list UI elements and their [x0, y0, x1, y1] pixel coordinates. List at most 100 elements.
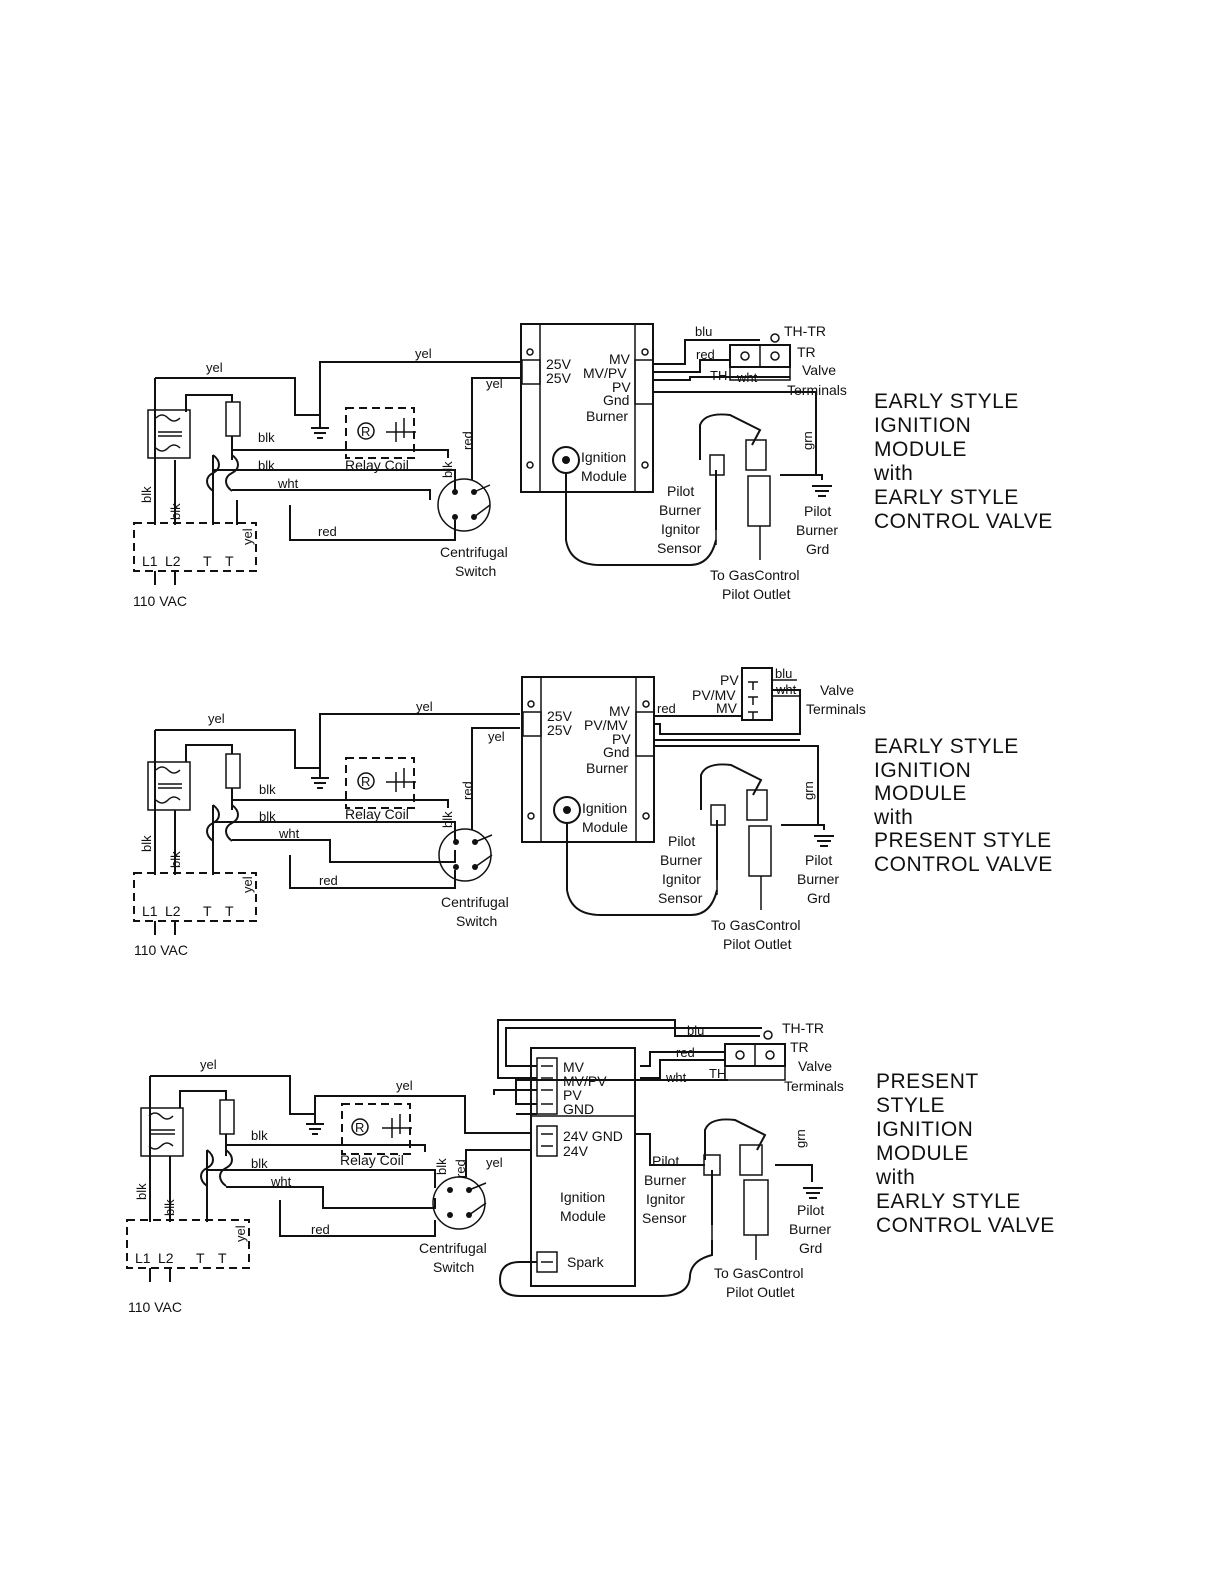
valve-label-tr: TR	[790, 1039, 809, 1055]
module-term-gnd: Gnd	[603, 744, 629, 760]
module-label-1: Ignition	[581, 449, 626, 465]
terminal-t1: T	[196, 1250, 205, 1266]
module-label-2: Module	[560, 1208, 606, 1224]
pilot-label-1: Pilot	[667, 483, 694, 499]
pilot-label-4: Sensor	[642, 1210, 687, 1226]
transformer	[140, 1107, 184, 1157]
fuse	[225, 753, 241, 789]
gas-outlet-2: Pilot Outlet	[723, 936, 792, 952]
relay-coil	[341, 1103, 411, 1155]
relay-symbol	[357, 422, 375, 440]
terminal-l2: L2	[165, 903, 181, 919]
diagram-1: L1 L2 T T 110 VAC yel yel blk blk wht re…	[133, 323, 1053, 609]
valve-wire-th: TH	[710, 368, 727, 383]
module-term-pv: PV	[612, 731, 631, 747]
pilot-label-2: Burner	[660, 852, 702, 868]
module-term-25v-1: 25V	[547, 708, 573, 724]
wire-red-vert: red	[453, 1159, 468, 1178]
terminal-l2: L2	[158, 1250, 174, 1266]
module-term-pv: PV	[563, 1087, 582, 1103]
terminal-l1: L1	[135, 1250, 151, 1266]
pilot-grd-2: Burner	[797, 871, 839, 887]
module-label-1: Ignition	[560, 1189, 605, 1205]
module-term-mvpv: MV/PV	[583, 365, 627, 381]
wire-blk-left: blk	[134, 1183, 149, 1200]
ignition-module	[530, 1047, 636, 1287]
wire-blk-2: blk	[251, 1156, 268, 1171]
module-term-pv: PV	[612, 379, 631, 395]
valve-wire-blu: blu	[775, 666, 792, 681]
relay-label: Relay Coil	[345, 806, 409, 822]
diagram-3: L1 L2 T T 110 VAC yel yel blk blk wht re…	[126, 1019, 1054, 1315]
module-term-mv: MV	[563, 1059, 585, 1075]
valve-label-valve: Valve	[820, 682, 854, 698]
valve-label-mv: MV	[716, 700, 738, 716]
wire-red: red	[319, 873, 338, 888]
valve-label-valve: Valve	[798, 1058, 832, 1074]
wire-yel-top: yel	[208, 711, 225, 726]
valve-label-terminals: Terminals	[806, 701, 866, 717]
switch-label-2: Switch	[456, 913, 497, 929]
module-term-24v: 24V	[563, 1143, 589, 1159]
pilot-grd-1: Pilot	[797, 1202, 824, 1218]
title-line: CONTROL VALVE	[874, 510, 1053, 533]
wire-yel-term: yel	[233, 1225, 248, 1242]
diagram-3-title: PRESENT STYLE IGNITION MODULE with EARLY…	[875, 1070, 1054, 1237]
valve-wire-wht: wht	[665, 1070, 687, 1085]
title-line: PRESENT STYLE	[874, 829, 1052, 852]
relay-coil	[345, 757, 415, 809]
switch-label-2: Switch	[455, 563, 496, 579]
wire-blk-vert: blk	[440, 811, 455, 828]
wire-blk-1: blk	[251, 1128, 268, 1143]
valve-label-pvmv: PV/MV	[692, 687, 736, 703]
supply-label: 110 VAC	[134, 942, 188, 958]
title-line: STYLE	[876, 1094, 945, 1117]
pilot-label-2: Burner	[659, 502, 701, 518]
terminal-block	[133, 522, 257, 572]
wire-blk-1: blk	[259, 782, 276, 797]
wire-wht: wht	[277, 476, 299, 491]
wire-yel-top: yel	[200, 1057, 217, 1072]
pilot-grd-3: Grd	[807, 890, 830, 906]
valve-wire-red: red	[657, 701, 676, 716]
valve-wire-red: red	[696, 347, 715, 362]
wire-yel-right: yel	[486, 376, 503, 391]
diagram-1-title: EARLY STYLE IGNITION MODULE with EARLY S…	[873, 390, 1053, 533]
switch-label-1: Centrifugal	[441, 894, 509, 910]
terminal-t2: T	[218, 1250, 227, 1266]
centrifugal-switch	[432, 1176, 486, 1230]
wire-blk-left: blk	[139, 835, 154, 852]
wire-red-vert: red	[460, 431, 475, 450]
module-term-mv: MV	[609, 351, 631, 367]
wire-red-vert: red	[460, 781, 475, 800]
wire-yel-top: yel	[206, 360, 223, 375]
title-line: EARLY STYLE	[876, 1190, 1021, 1213]
valve-wire-wht: wht	[736, 370, 758, 385]
module-term-mv: MV	[609, 703, 631, 719]
module-term-burner: Burner	[586, 408, 628, 424]
wire-yel-mid: yel	[416, 699, 433, 714]
module-term-gnd: Gnd	[603, 392, 629, 408]
wire-blk-2: blk	[259, 809, 276, 824]
svg-text:R: R	[355, 1120, 364, 1135]
wire-blk-left-2: blk	[168, 851, 183, 868]
ignition-module	[521, 676, 655, 843]
valve-wire-wht: wht	[775, 682, 797, 697]
valve-label-terminals: Terminals	[784, 1078, 844, 1094]
title-line: with	[873, 462, 913, 485]
valve-wire-blu: blu	[687, 1023, 704, 1038]
valve-label-tr: TR	[797, 344, 816, 360]
pilot-grd-3: Grd	[806, 541, 829, 557]
gas-outlet-2: Pilot Outlet	[726, 1284, 795, 1300]
title-line: PRESENT	[876, 1070, 979, 1093]
pilot-grd-1: Pilot	[804, 503, 831, 519]
wire-yel-right: yel	[488, 729, 505, 744]
wire-blk-vert: blk	[440, 461, 455, 478]
pilot-label-1: Pilot	[652, 1153, 679, 1169]
wire-blk-vert: blk	[434, 1158, 449, 1175]
wire-grn: grn	[801, 781, 816, 800]
module-term-burner: Burner	[586, 760, 628, 776]
terminal-t1: T	[203, 903, 212, 919]
wire-grn: grn	[800, 431, 815, 450]
